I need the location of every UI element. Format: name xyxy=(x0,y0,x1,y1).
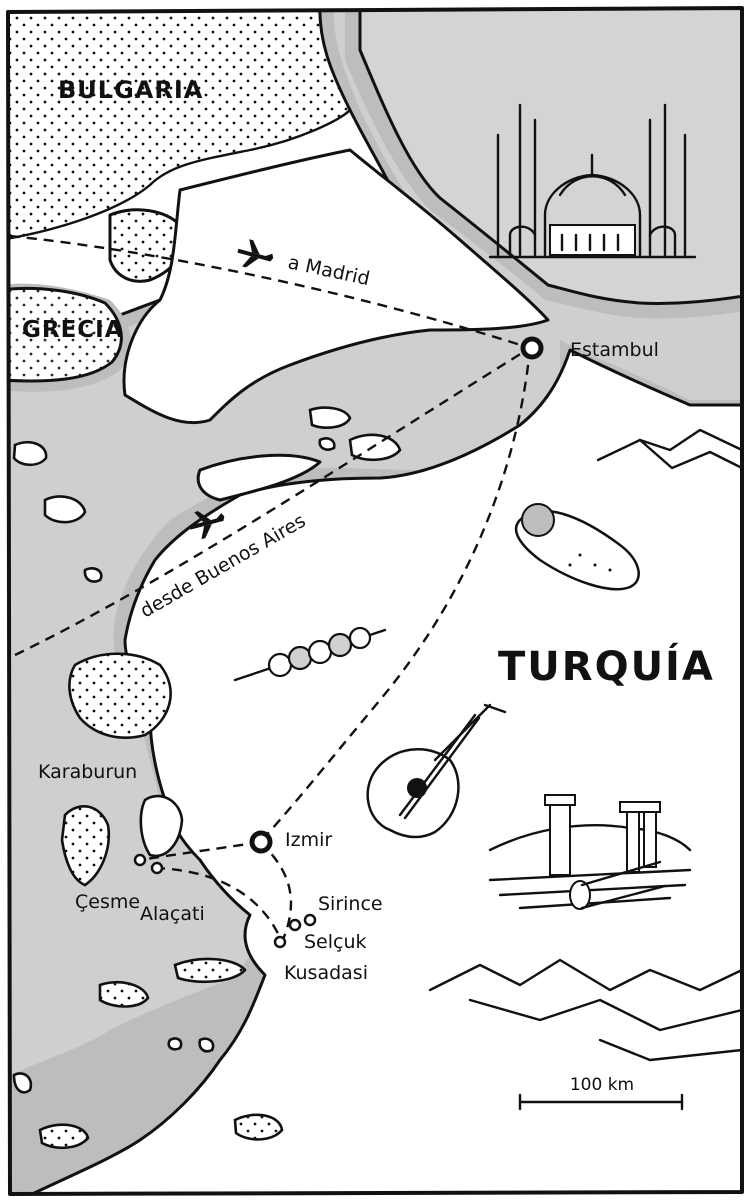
country-bulgaria: BULGARIA xyxy=(58,76,203,104)
route-izmir-kusadasi xyxy=(259,841,293,943)
country-grecia: GRECIA xyxy=(22,317,124,343)
country-turquia: TURQUÍA xyxy=(498,642,715,690)
airplane-icon xyxy=(189,511,225,540)
marmara-islands xyxy=(196,406,402,502)
marker-kusadasi[interactable] xyxy=(273,935,287,949)
city-label-cesme[interactable]: Çesme xyxy=(75,891,140,913)
oud-icon xyxy=(366,703,507,839)
marker-sirince[interactable] xyxy=(303,913,317,927)
route-istanbul-izmir xyxy=(259,347,532,843)
map-frame xyxy=(6,6,744,1196)
marker-alacati[interactable] xyxy=(150,861,164,875)
marker-estambul[interactable] xyxy=(520,336,544,360)
city-label-karaburun[interactable]: Karaburun xyxy=(38,761,137,783)
routes xyxy=(9,234,532,943)
airplane-icon xyxy=(237,239,274,268)
city-markers xyxy=(133,336,544,949)
aegean-islands xyxy=(12,440,284,1149)
scale-label: 100 km xyxy=(570,1075,634,1095)
city-label-alacati[interactable]: Alaçati xyxy=(140,903,205,925)
route-cesme-kusadasi xyxy=(154,866,284,943)
ruins-icon xyxy=(488,794,692,910)
thrace-land xyxy=(122,148,550,425)
route-buenos-aires xyxy=(14,346,531,657)
mountains-icon xyxy=(428,428,742,1062)
marker-selcuk[interactable] xyxy=(288,918,302,932)
city-label-izmir[interactable]: Izmir xyxy=(285,829,332,851)
mosque-icon xyxy=(488,103,697,259)
marker-cesme[interactable] xyxy=(133,853,147,867)
city-label-kusadasi[interactable]: Kusadasi xyxy=(284,962,368,984)
marker-izmir[interactable] xyxy=(249,830,273,854)
city-label-selcuk[interactable]: Selçuk xyxy=(304,931,367,953)
kebab-wrap-icon xyxy=(514,503,640,591)
city-label-estambul[interactable]: Estambul xyxy=(570,339,659,361)
scale-bar: 100 km xyxy=(518,1075,684,1111)
grecia-land xyxy=(8,208,185,392)
north-coast xyxy=(345,8,742,319)
city-label-sirince[interactable]: Sirince xyxy=(318,893,383,915)
route-izmir-cesme xyxy=(139,840,261,862)
skewer-icon xyxy=(233,626,387,682)
